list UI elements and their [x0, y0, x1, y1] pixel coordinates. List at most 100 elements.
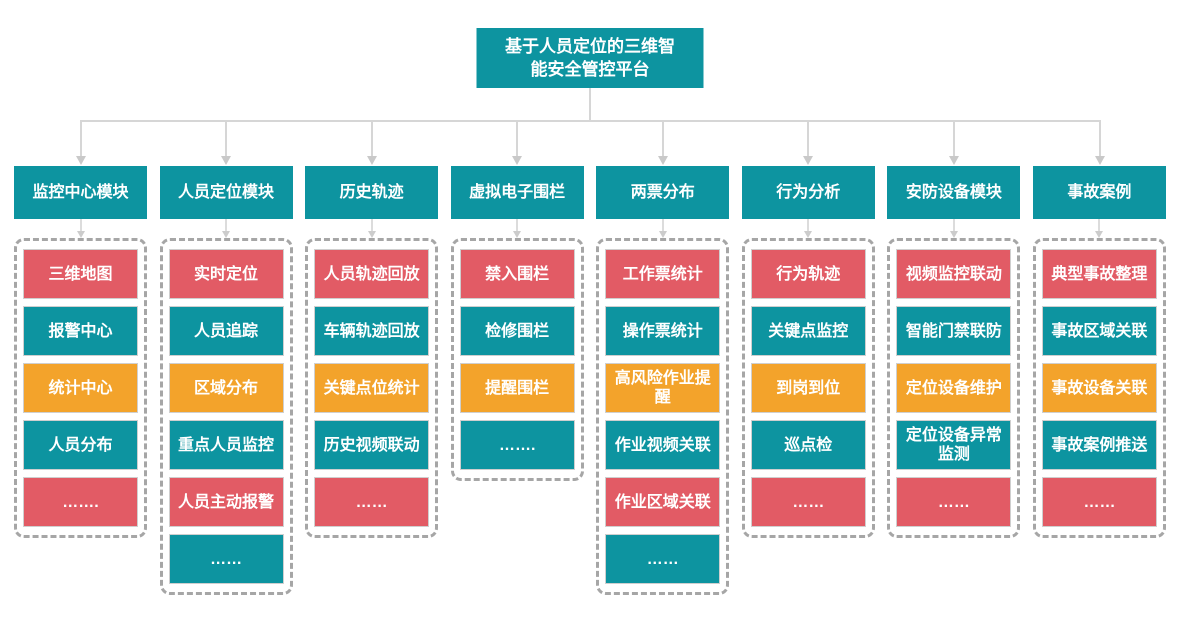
- items-container: 禁入围栏检修围栏提醒围栏 …….: [450, 238, 584, 481]
- connector-line: [225, 219, 228, 232]
- connector-line: [589, 88, 591, 121]
- item-node: 视频监控联动: [896, 249, 1012, 299]
- arrow-down-icon: [222, 231, 231, 238]
- item-node: 行为轨迹: [750, 249, 866, 299]
- item-node: 人员主动报警: [168, 477, 284, 527]
- item-node: 报警中心: [23, 306, 138, 356]
- item-node: 人员分布: [23, 420, 138, 470]
- item-node: …….: [23, 477, 138, 527]
- connector-line: [952, 120, 955, 157]
- arrow-down-icon: [803, 156, 814, 165]
- item-node: 人员轨迹回放: [314, 249, 430, 299]
- arrow-down-icon: [367, 231, 376, 238]
- connector-line: [516, 120, 519, 157]
- item-node: 定位设备异常监测: [896, 420, 1012, 470]
- connector-line: [225, 120, 228, 157]
- item-node: 区域分布: [168, 363, 284, 413]
- items-container: 典型事故整理事故区域关联事故设备关联事故案例推送……: [1032, 238, 1166, 538]
- item-node: ……: [896, 477, 1012, 527]
- arrow-down-icon: [1095, 231, 1104, 238]
- item-node: 实时定位: [168, 249, 284, 299]
- items-container: 三维地图报警中心统计中心人员分布 …….: [14, 238, 147, 538]
- item-node: 定位设备维护: [896, 363, 1012, 413]
- module-header: 虚拟电子围栏: [450, 166, 584, 219]
- item-node: …….: [459, 420, 575, 470]
- arrow-down-icon: [1094, 156, 1105, 165]
- item-node: 三维地图: [23, 249, 138, 299]
- item-node: 检修围栏: [459, 306, 575, 356]
- item-node: ……: [750, 477, 866, 527]
- header-to-items-connector: [887, 219, 1020, 238]
- item-node: ……: [605, 534, 721, 584]
- module-column: 历史轨迹人员轨迹回放车辆轨迹回放关键点位统计历史视频联动……: [305, 166, 439, 538]
- module-header: 历史轨迹: [305, 166, 439, 219]
- items-container: 工作票统计操作票统计高风险作业提醒作业视频关联作业区域关联 ……: [596, 238, 730, 595]
- arrow-down-icon: [221, 156, 232, 165]
- items-container: 视频监控联动智能门禁联防定位设备维护定位设备异常监测 ……: [887, 238, 1021, 538]
- item-node: 统计中心: [23, 363, 138, 413]
- module-header: 事故案例: [1032, 166, 1166, 219]
- connector-line: [807, 120, 810, 157]
- header-to-items-connector: [742, 219, 875, 238]
- item-node: 巡点检: [750, 420, 866, 470]
- module-header: 两票分布: [596, 166, 730, 219]
- connector-line: [807, 219, 810, 232]
- arrow-down-icon: [366, 156, 377, 165]
- item-node: 事故设备关联: [1041, 363, 1157, 413]
- item-node: 智能门禁联防: [896, 306, 1012, 356]
- module-column: 两票分布工作票统计操作票统计高风险作业提醒作业视频关联作业区域关联 ……: [596, 166, 730, 595]
- module-header: 安防设备模块: [887, 166, 1021, 219]
- connector-line: [661, 219, 664, 232]
- header-to-items-connector: [451, 219, 584, 238]
- items-container: 行为轨迹关键点监控到岗到位巡点检……: [741, 238, 875, 538]
- connector-line: [80, 120, 1100, 122]
- arrow-down-icon: [948, 156, 959, 165]
- arrow-down-icon: [804, 231, 813, 238]
- item-node: 高风险作业提醒: [605, 363, 721, 413]
- module-column: 监控中心模块三维地图报警中心统计中心人员分布…….: [14, 166, 147, 538]
- item-node: 关键点位统计: [314, 363, 430, 413]
- item-node: 事故案例推送: [1041, 420, 1157, 470]
- item-node: 重点人员监控: [168, 420, 284, 470]
- root-node: 基于人员定位的三维智能安全管控平台: [476, 28, 704, 88]
- module-column: 事故案例典型事故整理事故区域关联事故设备关联事故案例推送……: [1032, 166, 1166, 538]
- item-node: 人员追踪: [168, 306, 284, 356]
- header-to-items-connector: [1033, 219, 1166, 238]
- item-node: 作业区域关联: [605, 477, 721, 527]
- tree-connectors: [14, 88, 1166, 166]
- connector-line: [661, 120, 664, 157]
- arrow-down-icon: [657, 156, 668, 165]
- arrow-down-icon: [76, 231, 85, 238]
- module-header: 人员定位模块: [159, 166, 293, 219]
- item-node: 典型事故整理: [1041, 249, 1157, 299]
- items-container: 人员轨迹回放车辆轨迹回放关键点位统计历史视频联动……: [305, 238, 439, 538]
- item-node: 操作票统计: [605, 306, 721, 356]
- connector-line: [1098, 120, 1101, 157]
- module-column: 安防设备模块视频监控联动智能门禁联防定位设备维护定位设备异常监测 ……: [887, 166, 1021, 538]
- arrow-down-icon: [75, 156, 86, 165]
- items-container: 实时定位人员追踪区域分布重点人员监控人员主动报警 ……: [159, 238, 293, 595]
- connector-line: [79, 120, 82, 157]
- header-to-items-connector: [596, 219, 729, 238]
- item-node: 提醒围栏: [459, 363, 575, 413]
- item-node: 工作票统计: [605, 249, 721, 299]
- connector-line: [370, 120, 373, 157]
- connector-line: [370, 219, 373, 232]
- header-to-items-connector: [160, 219, 293, 238]
- arrow-down-icon: [658, 231, 667, 238]
- item-node: ……: [168, 534, 284, 584]
- item-node: 作业视频关联: [605, 420, 721, 470]
- connector-line: [1098, 219, 1101, 232]
- header-to-items-connector: [305, 219, 438, 238]
- arrow-down-icon: [513, 231, 522, 238]
- connector-line: [79, 219, 82, 232]
- module-columns: 监控中心模块三维地图报警中心统计中心人员分布…….人员定位模块实时定位人员追踪区…: [14, 166, 1166, 595]
- item-node: 禁入围栏: [459, 249, 575, 299]
- item-node: 到岗到位: [750, 363, 866, 413]
- item-node: 历史视频联动: [314, 420, 430, 470]
- item-node: ……: [1041, 477, 1157, 527]
- module-column: 虚拟电子围栏禁入围栏检修围栏提醒围栏 …….: [450, 166, 584, 481]
- module-column: 行为分析行为轨迹关键点监控到岗到位巡点检……: [741, 166, 875, 538]
- item-node: ……: [314, 477, 430, 527]
